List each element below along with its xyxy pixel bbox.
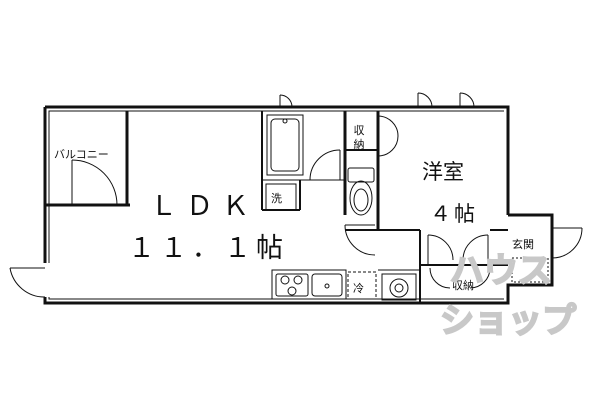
fridge-space (347, 271, 377, 300)
watermark-logo: ハウス ショップ (440, 250, 577, 342)
storage-label-bottom: 収納 (452, 279, 474, 292)
room-name-ldk: ＬＤＫ (150, 191, 258, 222)
toilet-door (344, 224, 376, 256)
bath-door (309, 149, 341, 181)
room-area-ldk: １１．１帖 (128, 233, 288, 264)
toilet (347, 167, 375, 216)
storage-door-top (377, 115, 399, 157)
room-name-balcony: バルコニー (54, 148, 109, 161)
watermark-line1: ハウス (450, 251, 552, 291)
fridge-label: 冷 (353, 282, 364, 295)
storage-label-top: 収納 (353, 124, 365, 151)
step-mat (511, 257, 549, 283)
left-door (9, 267, 46, 298)
room-name-western: 洋室 (422, 160, 464, 184)
room-area-western: ４帖 (430, 202, 478, 226)
entrance-door (551, 227, 583, 259)
bathtub (266, 114, 304, 176)
washbasin (381, 273, 417, 301)
watermark-line2: ショップ (440, 301, 576, 341)
washer-label: 洗 (271, 192, 282, 205)
top-doors (279, 92, 475, 108)
kitchen-counter (271, 269, 347, 300)
entrance-label: 玄関 (512, 238, 534, 251)
balcony-outline (45, 110, 130, 207)
closet-doors (427, 234, 491, 289)
washer-space (265, 183, 297, 211)
